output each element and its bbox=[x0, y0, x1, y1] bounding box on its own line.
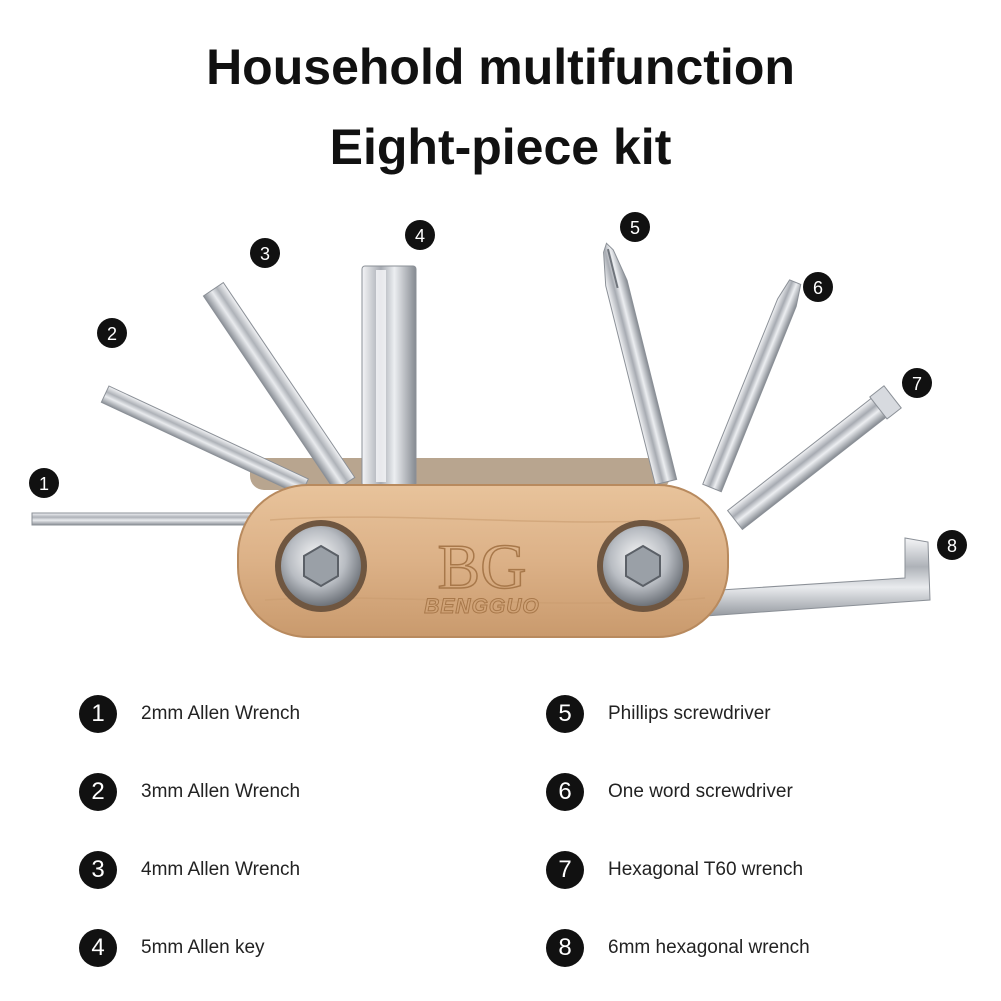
tool-5-phillips-screwdriver bbox=[603, 242, 678, 486]
legend-item-1: 1 2mm Allen Wrench bbox=[79, 694, 300, 734]
svg-text:3: 3 bbox=[260, 244, 270, 264]
svg-text:5: 5 bbox=[630, 218, 640, 238]
legend-number-badge: 1 bbox=[79, 695, 117, 733]
legend-item-2: 2 3mm Allen Wrench bbox=[79, 772, 300, 812]
legend-item-6: 6 One word screwdriver bbox=[546, 772, 793, 812]
svg-text:2: 2 bbox=[107, 324, 117, 344]
legend-label: 4mm Allen Wrench bbox=[141, 859, 301, 880]
svg-text:7: 7 bbox=[912, 374, 922, 394]
left-bolt bbox=[275, 520, 367, 612]
legend-item-3: 3 4mm Allen Wrench bbox=[79, 850, 300, 890]
callout-badge-2: 2 bbox=[97, 318, 127, 348]
legend-number-badge: 7 bbox=[546, 851, 584, 889]
callout-badge-8: 8 bbox=[937, 530, 967, 560]
legend-label: Phillips screwdriver bbox=[608, 703, 771, 724]
svg-text:1: 1 bbox=[39, 474, 49, 494]
callout-badge-4: 4 bbox=[405, 220, 435, 250]
tool-6-flat-screwdriver bbox=[702, 279, 802, 493]
legend-number-badge: 4 bbox=[79, 929, 117, 967]
svg-text:8: 8 bbox=[947, 536, 957, 556]
callout-badge-3: 3 bbox=[250, 238, 280, 268]
brand-name: BENGGUO bbox=[424, 595, 540, 618]
svg-text:6: 6 bbox=[813, 278, 823, 298]
legend-item-7: 7 Hexagonal T60 wrench bbox=[546, 850, 803, 890]
svg-text:4: 4 bbox=[415, 226, 425, 246]
page-title-line-1: Household multifunction bbox=[206, 39, 795, 95]
legend-item-4: 4 5mm Allen key bbox=[79, 928, 265, 968]
legend-label: Hexagonal T60 wrench bbox=[608, 859, 804, 880]
brand-logo-mark: BG bbox=[438, 531, 527, 602]
legend-label: 2mm Allen Wrench bbox=[141, 703, 301, 724]
page-title-line-2: Eight-piece kit bbox=[329, 119, 672, 175]
legend-number-badge: 5 bbox=[546, 695, 584, 733]
tool-7-torx-t60 bbox=[726, 385, 902, 531]
right-bolt bbox=[597, 520, 689, 612]
callout-badge-7: 7 bbox=[902, 368, 932, 398]
legend-item-8: 8 6mm hexagonal wrench bbox=[546, 928, 810, 968]
legend-number-badge: 3 bbox=[79, 851, 117, 889]
legend-label: One word screwdriver bbox=[608, 781, 793, 802]
legend-label: 5mm Allen key bbox=[141, 937, 265, 958]
legend-label: 3mm Allen Wrench bbox=[141, 781, 301, 802]
legend-number-badge: 2 bbox=[79, 773, 117, 811]
legend-item-5: 5 Phillips screwdriver bbox=[546, 694, 771, 734]
tool-4-allen-5mm bbox=[361, 265, 417, 487]
multitool-illustration: BG BENGGUO 1 2 3 4 5 6 7 8 bbox=[29, 212, 967, 638]
callout-badge-1: 1 bbox=[29, 468, 59, 498]
steel-back-plate bbox=[250, 458, 670, 490]
legend-number-badge: 8 bbox=[546, 929, 584, 967]
callout-badge-6: 6 bbox=[803, 272, 833, 302]
tool-1-allen-2mm bbox=[31, 512, 263, 526]
legend-number-badge: 6 bbox=[546, 773, 584, 811]
legend-label: 6mm hexagonal wrench bbox=[608, 937, 810, 958]
callout-badge-5: 5 bbox=[620, 212, 650, 242]
